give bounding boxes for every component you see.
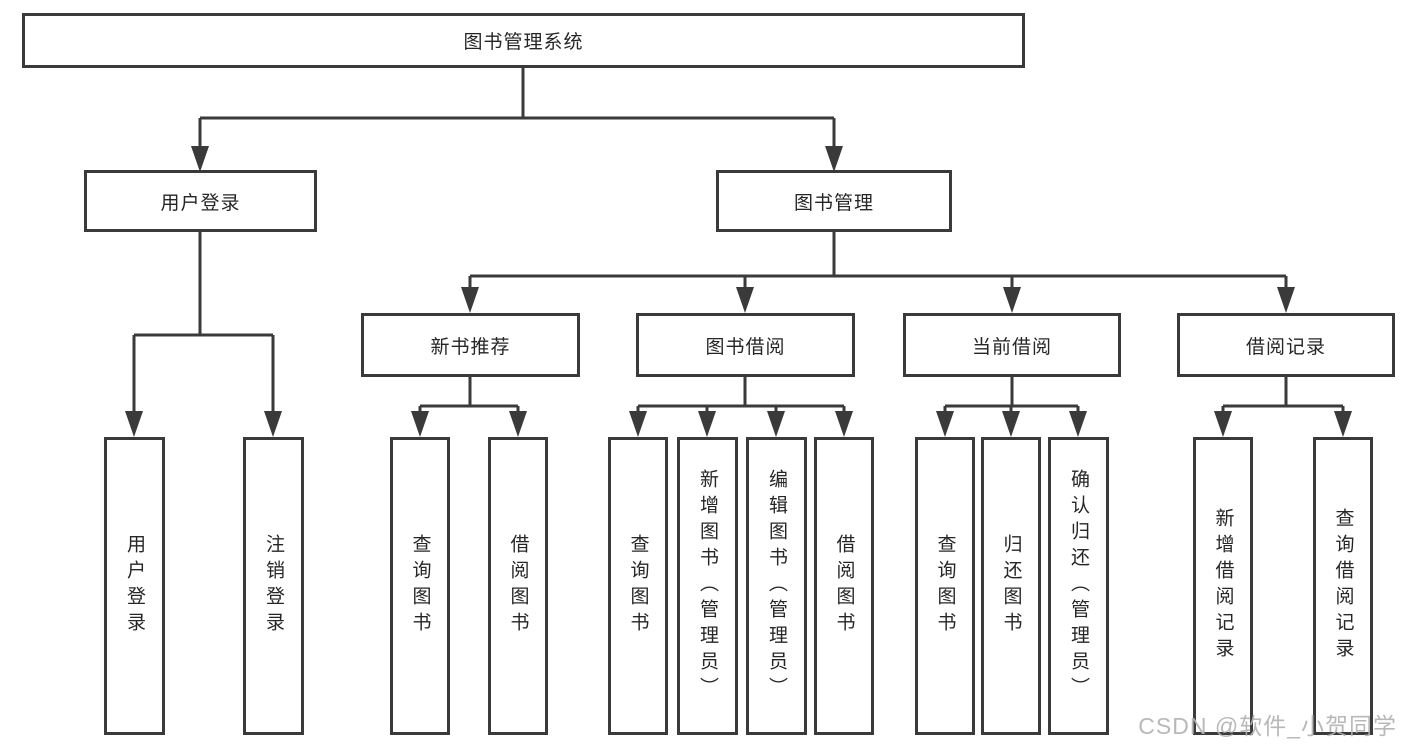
node-new-book-recommendation: 新书推荐	[361, 313, 580, 377]
leaf-newrec-borrow-books: 借阅图书	[488, 437, 548, 735]
leaf-current-confirm-return-admin: 确认归还（管理员）	[1048, 437, 1109, 735]
node-borrowing-records: 借阅记录	[1177, 313, 1395, 377]
leaf-borrowing-query-books: 查询图书	[608, 437, 668, 735]
node-user-login: 用户登录	[84, 170, 317, 232]
leaf-user-login: 用户登录	[104, 437, 165, 735]
csdn-watermark: CSDN @软件_小贺同学	[1138, 713, 1397, 739]
node-current-borrowing: 当前借阅	[903, 313, 1121, 377]
node-library-management-system: 图书管理系统	[22, 13, 1025, 68]
leaf-records-add-record: 新增借阅记录	[1193, 437, 1253, 735]
leaf-current-query-books: 查询图书	[915, 437, 975, 735]
leaf-borrowing-borrow-books: 借阅图书	[814, 437, 874, 735]
leaf-borrowing-edit-books-admin: 编辑图书（管理员）	[746, 437, 807, 735]
leaf-current-return-books: 归还图书	[981, 437, 1041, 735]
node-book-management: 图书管理	[716, 170, 952, 232]
arrowheads	[125, 146, 1352, 437]
leaf-records-query-record: 查询借阅记录	[1313, 437, 1373, 735]
leaf-newrec-query-books: 查询图书	[390, 437, 450, 735]
node-book-borrowing: 图书借阅	[636, 313, 855, 377]
leaf-borrowing-add-books-admin: 新增图书（管理员）	[677, 437, 738, 735]
tree-edges	[132, 68, 1345, 413]
leaf-logout-login: 注销登录	[243, 437, 304, 735]
